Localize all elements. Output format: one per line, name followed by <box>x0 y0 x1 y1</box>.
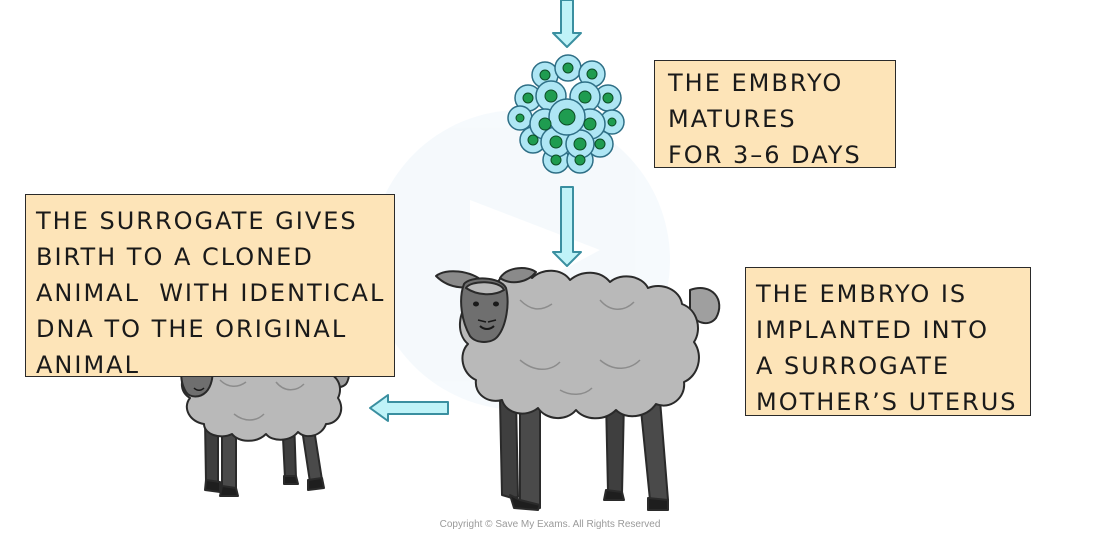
copyright-text: Copyright © Save My Exams. All Rights Re… <box>439 519 661 530</box>
embryo-matures-label-box: THE EMBRYO MATURES FOR 3–6 DAYS <box>654 60 896 169</box>
embryo-matures-line-2: MATURES <box>668 105 797 133</box>
birth-label-box: THE SURROGATE GIVES BIRTH TO A CLONED AN… <box>25 194 395 379</box>
arrow-down-top <box>552 0 582 48</box>
implanted-line-3: A SURROGATE <box>756 352 951 380</box>
birth-line-5: ANIMAL <box>36 351 140 379</box>
birth-line-3: ANIMAL WITH IDENTICAL <box>36 279 386 307</box>
implanted-label-box: THE EMBRYO IS IMPLANTED INTO A SURROGATE… <box>745 267 1031 416</box>
implanted-line-4: MOTHER’S UTERUS <box>756 388 1018 416</box>
implanted-line-1: THE EMBRYO IS <box>756 280 968 308</box>
birth-line-1: THE SURROGATE GIVES <box>36 207 358 235</box>
embryo-matures-line-1: THE EMBRYO <box>668 69 844 97</box>
embryo-matures-line-3: FOR 3–6 DAYS <box>668 141 862 169</box>
birth-line-4: DNA TO THE ORIGINAL <box>36 315 348 343</box>
arrow-left <box>369 394 449 422</box>
birth-line-2: BIRTH TO A CLONED <box>36 243 314 271</box>
arrow-down-middle <box>552 186 582 267</box>
implanted-line-2: IMPLANTED INTO <box>756 316 990 344</box>
embryo-cell-cluster <box>507 54 625 174</box>
surrogate-sheep <box>435 267 721 511</box>
